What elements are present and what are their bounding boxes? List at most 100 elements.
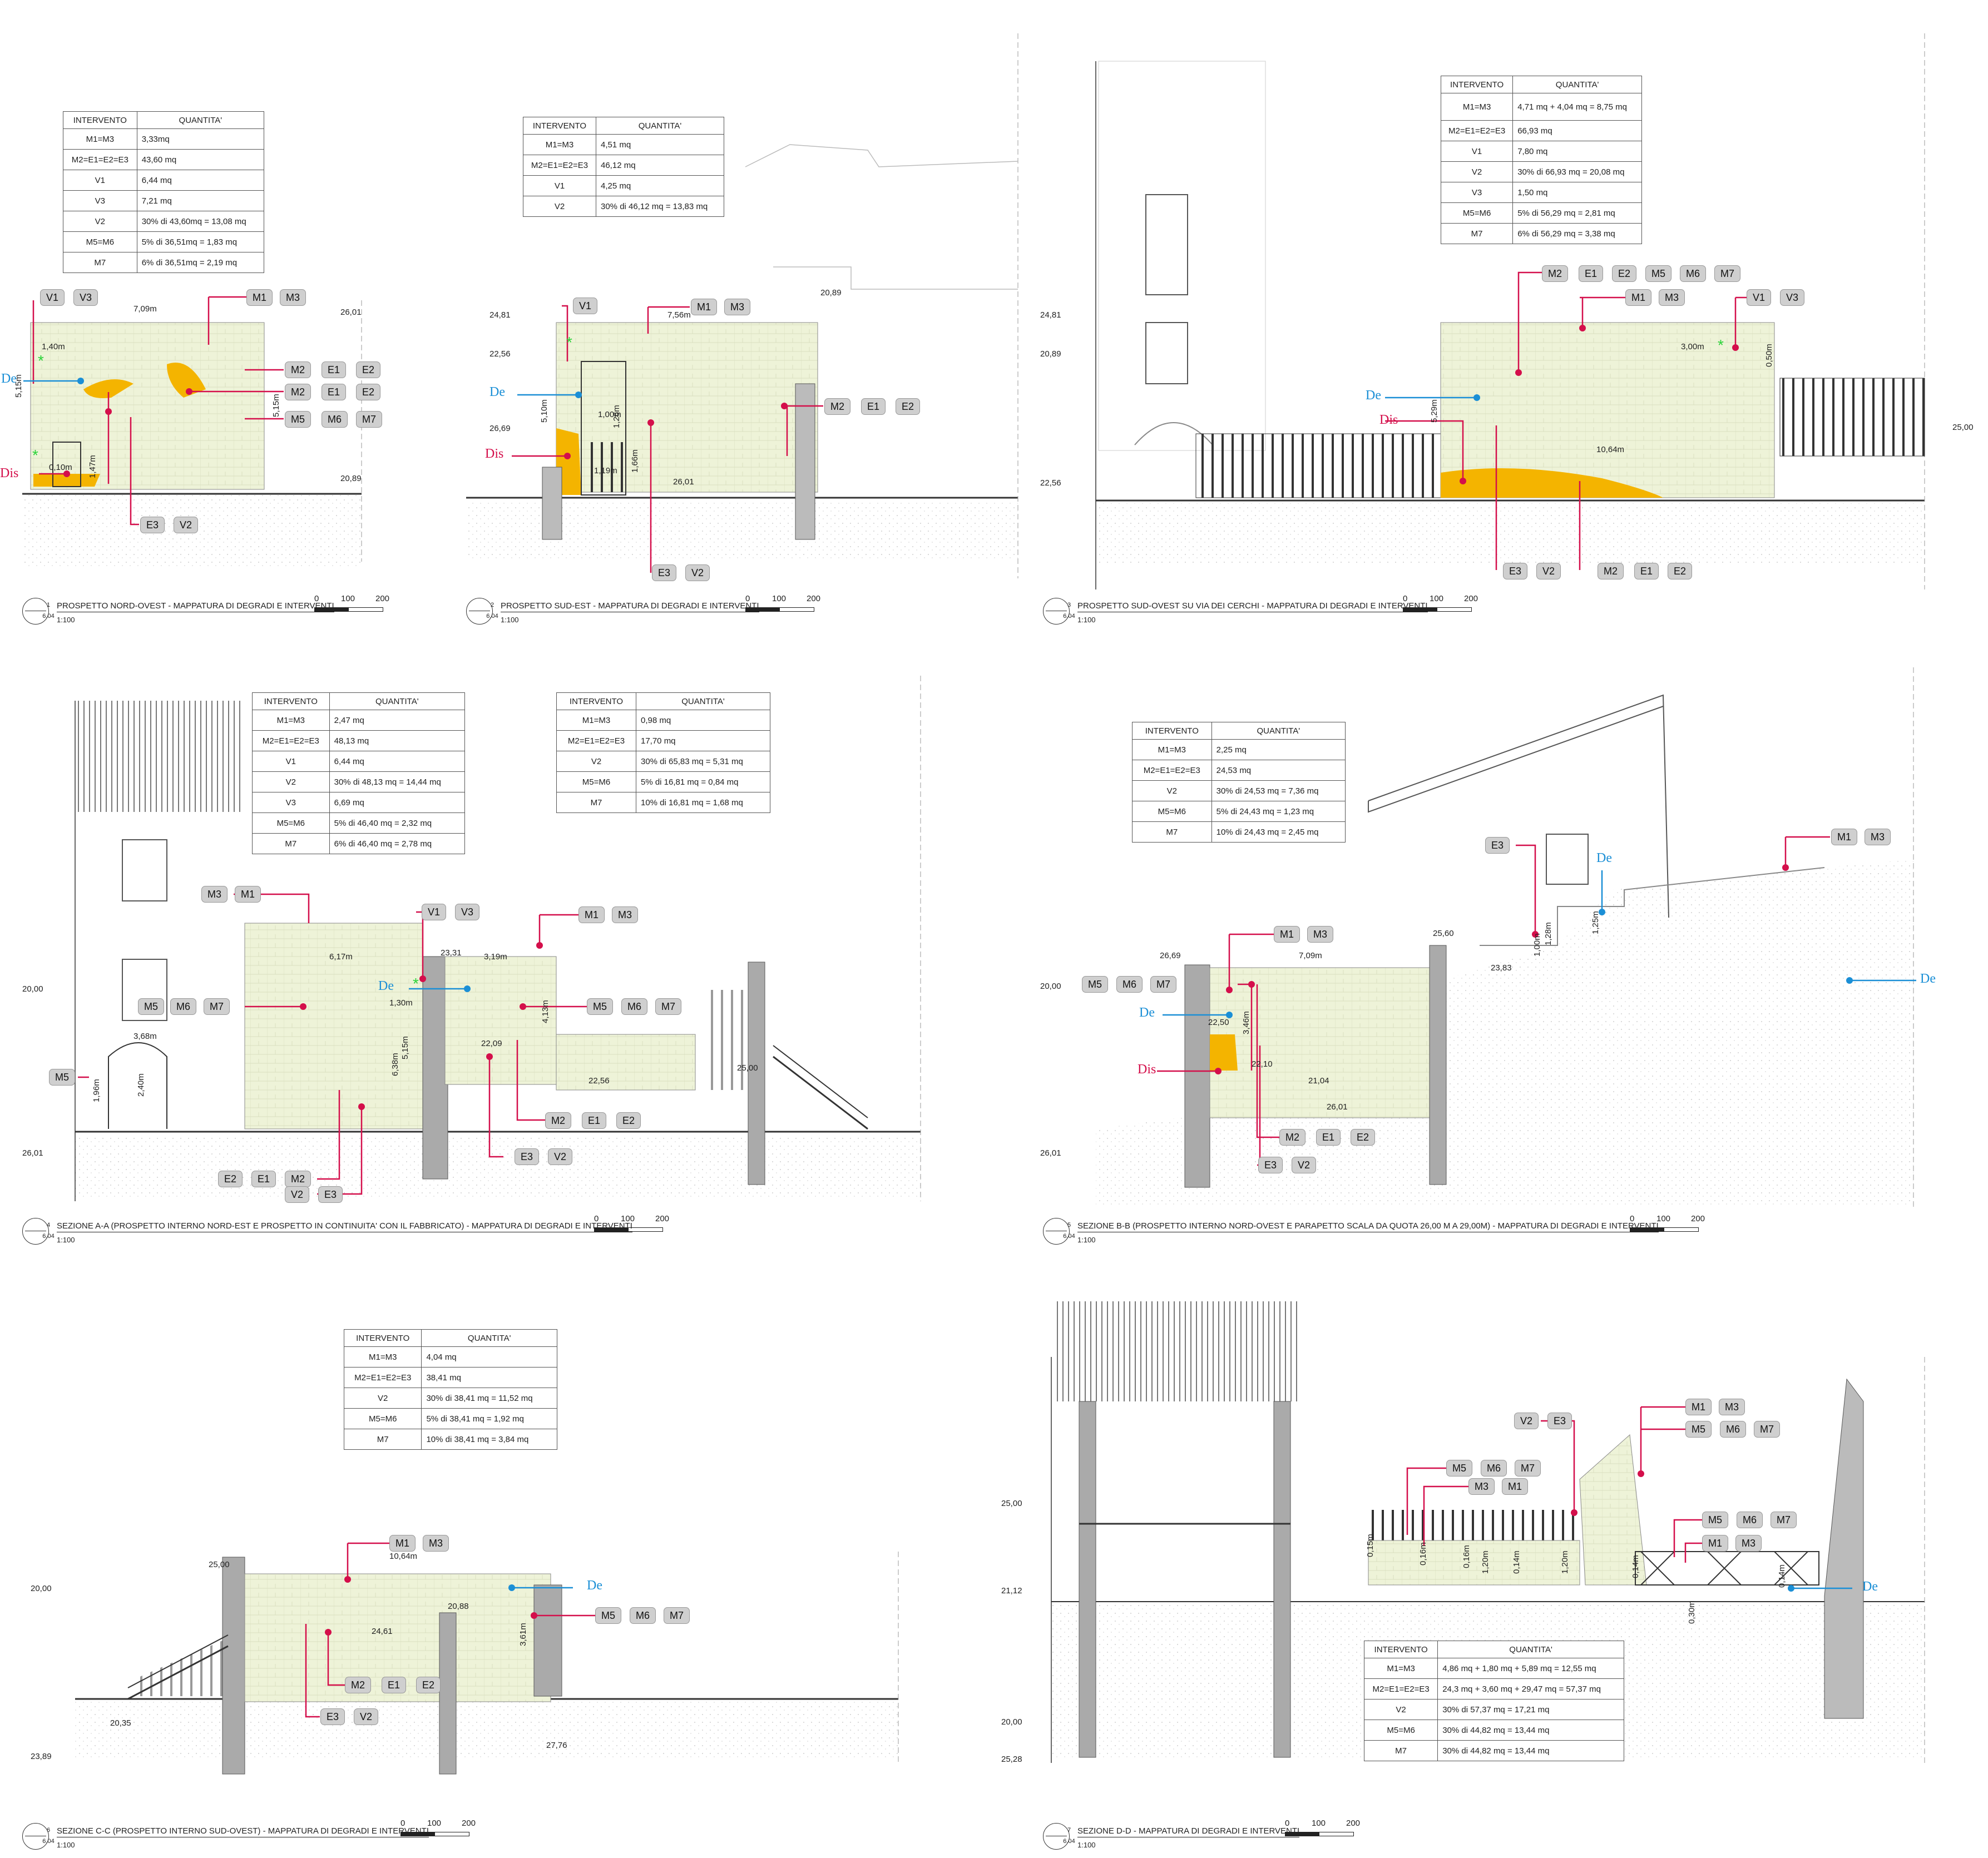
panel-6-sezione-c-c xyxy=(75,1542,899,1775)
tag-m6: M6 xyxy=(630,1607,656,1624)
tag-v2: V2 xyxy=(548,1148,573,1165)
tag-e2: E2 xyxy=(1351,1129,1376,1146)
table-header: INTERVENTO xyxy=(63,111,137,129)
tag-e2: E2 xyxy=(218,1171,243,1187)
tag-m7: M7 xyxy=(1515,1460,1541,1477)
dimension: 5,15m xyxy=(14,374,23,398)
tag-m5: M5 xyxy=(595,1607,622,1624)
dimension: 0,30m xyxy=(1687,1601,1697,1624)
elevation: 26,01 xyxy=(340,308,362,317)
drawing-title: SEZIONE C-C (PROSPETTO INTERNO SUD-OVEST… xyxy=(57,1826,429,1837)
tag-m2: M2 xyxy=(1598,563,1624,579)
dimension: 3,68m xyxy=(133,1032,157,1041)
tag-v1: V1 xyxy=(40,289,65,306)
elevation: 24,81 xyxy=(489,310,511,320)
dimension: 7,56m xyxy=(667,310,691,320)
tag-m3: M3 xyxy=(1468,1478,1495,1495)
svg-text:*: * xyxy=(1718,336,1724,354)
dimension: 1,19m xyxy=(594,466,617,475)
tag-e1: E1 xyxy=(322,361,347,378)
tag-e2: E2 xyxy=(356,384,381,400)
tag-m5: M5 xyxy=(1685,1421,1712,1438)
tag-m5: M5 xyxy=(1082,976,1109,993)
drawing-title: SEZIONE A-A (PROSPETTO INTERNO NORD-EST … xyxy=(57,1221,632,1232)
tag-m6: M6 xyxy=(621,998,648,1015)
tag-m3: M3 xyxy=(1719,1399,1745,1415)
elevation: 20,00 xyxy=(1001,1717,1022,1727)
tag-m2: M2 xyxy=(285,361,311,378)
tag-v2: V2 xyxy=(1292,1157,1317,1173)
damage-area xyxy=(167,363,206,398)
tag-e1: E1 xyxy=(1579,265,1604,282)
dimension: 3,46m xyxy=(1242,1011,1251,1034)
tag-e2: E2 xyxy=(616,1112,641,1129)
dimension: 5,29m xyxy=(1430,399,1439,423)
panel-1-prospetto-nord-ovest: * * xyxy=(22,296,362,566)
dimension: 1,30m xyxy=(389,998,413,1008)
dimension: 1,20m xyxy=(1560,1550,1570,1574)
tag-e3: E3 xyxy=(318,1186,343,1203)
label-dis: Dis xyxy=(485,447,504,461)
label-de: De xyxy=(489,385,505,399)
dimension: 1,26m xyxy=(612,405,621,428)
tag-m7: M7 xyxy=(1150,976,1177,993)
tag-m1: M1 xyxy=(235,886,261,903)
table-header: INTERVENTO xyxy=(343,1329,422,1347)
tag-m5: M5 xyxy=(1645,265,1672,282)
tag-v2: V2 xyxy=(1514,1413,1539,1429)
tag-e3: E3 xyxy=(320,1708,345,1725)
tag-m5: M5 xyxy=(1702,1512,1729,1528)
dimension: 1,00m xyxy=(1532,933,1542,957)
dimension: 1,28m xyxy=(1544,922,1553,945)
elevation: 26,01 xyxy=(22,1148,43,1158)
elevation: 26,01 xyxy=(1040,1148,1061,1158)
tag-m2: M2 xyxy=(285,384,311,400)
dimension: 7,09m xyxy=(1299,951,1322,960)
elevation: 23,31 xyxy=(441,948,462,958)
dimension: 0,14m xyxy=(1631,1555,1640,1578)
tag-m7: M7 xyxy=(1754,1421,1781,1438)
tag-m3: M3 xyxy=(724,299,751,315)
elevation: 22,10 xyxy=(1252,1059,1273,1069)
elevation: 20,89 xyxy=(820,288,842,298)
tag-v3: V3 xyxy=(1780,289,1805,306)
tag-m2: M2 xyxy=(1279,1129,1306,1146)
tag-m5: M5 xyxy=(49,1069,76,1086)
tag-v2: V2 xyxy=(685,564,710,581)
dimension: 10,64m xyxy=(389,1552,418,1561)
tag-m3: M3 xyxy=(280,289,306,306)
tag-v2: V2 xyxy=(285,1186,310,1203)
table-header: QUANTITA' xyxy=(1512,76,1642,93)
dimension: 1,00m xyxy=(598,410,621,419)
svg-text:*: * xyxy=(32,447,38,464)
table-header: QUANTITA' xyxy=(136,111,265,129)
tag-e1: E1 xyxy=(582,1112,607,1129)
damage-area xyxy=(33,474,100,487)
dimension: 10,64m xyxy=(1596,445,1625,454)
elevation: 20,89 xyxy=(1040,349,1061,359)
drawing-scale: 1:100 xyxy=(501,616,519,624)
tag-e2: E2 xyxy=(1668,563,1693,579)
